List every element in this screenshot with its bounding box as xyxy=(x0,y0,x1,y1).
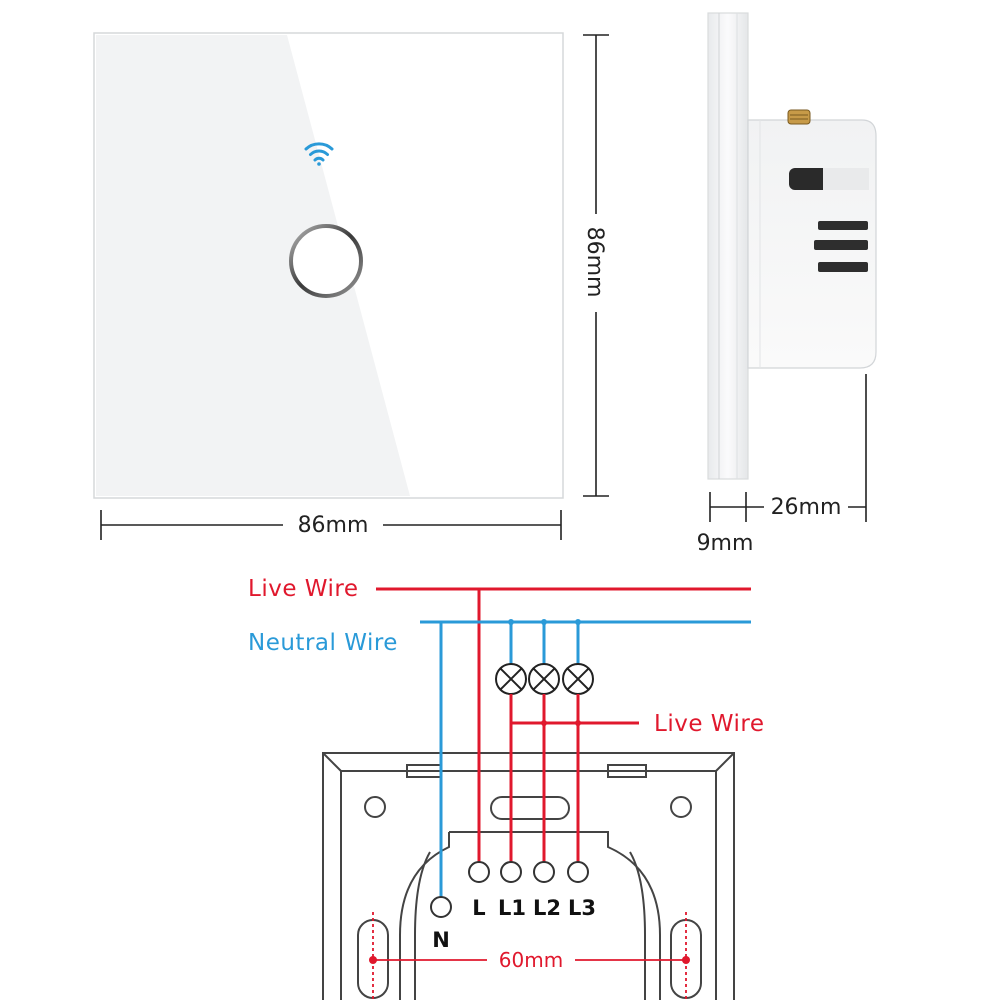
height-dimension xyxy=(583,34,609,497)
live-wire-load xyxy=(509,694,639,872)
side-screw xyxy=(787,109,811,125)
terminal-label-l1: L1 xyxy=(498,896,526,920)
terminal-label-l3: L3 xyxy=(568,896,596,920)
wiring-diagram: N L L1 L2 L3 60mm Live Wire Neutral Wire… xyxy=(248,576,765,1000)
lamp-icon-3 xyxy=(562,663,594,695)
lamp-icon-2 xyxy=(528,663,560,695)
neutral-wire xyxy=(420,620,751,907)
terminal-n xyxy=(430,896,452,918)
live-wire-top xyxy=(376,587,751,872)
terminal-label-l2: L2 xyxy=(533,896,561,920)
touch-button xyxy=(289,224,363,298)
side-slot-3 xyxy=(818,262,868,272)
live-wire-load-label: Live Wire xyxy=(654,711,765,737)
mount-spacing-label: 60mm xyxy=(499,948,563,972)
terminal-l3 xyxy=(567,861,589,883)
side-slot-2 xyxy=(814,240,868,250)
front-view: 86mm 86mm xyxy=(93,32,609,540)
width-dimension xyxy=(100,510,562,540)
live-wire-top-label: Live Wire xyxy=(248,576,359,602)
lamp-icon-1 xyxy=(495,663,527,695)
terminal-label-l: L xyxy=(472,896,485,920)
glass-reflection xyxy=(96,35,410,496)
depth-dimension xyxy=(709,374,867,522)
side-plate xyxy=(707,12,749,480)
terminal-l2 xyxy=(533,861,555,883)
depth-label: 26mm xyxy=(771,495,842,520)
height-label: 86mm xyxy=(582,227,607,298)
terminal-l1 xyxy=(500,861,522,883)
width-label: 86mm xyxy=(298,513,369,538)
neutral-wire-label: Neutral Wire xyxy=(248,630,398,656)
side-slot-1 xyxy=(818,221,868,230)
side-view: 26mm 9mm xyxy=(697,12,877,556)
plate-thickness-label: 9mm xyxy=(697,531,754,556)
terminal-l xyxy=(468,861,490,883)
wifi-icon xyxy=(304,142,334,166)
terminal-label-n: N xyxy=(432,928,450,952)
switch-back-outline xyxy=(322,752,735,1000)
